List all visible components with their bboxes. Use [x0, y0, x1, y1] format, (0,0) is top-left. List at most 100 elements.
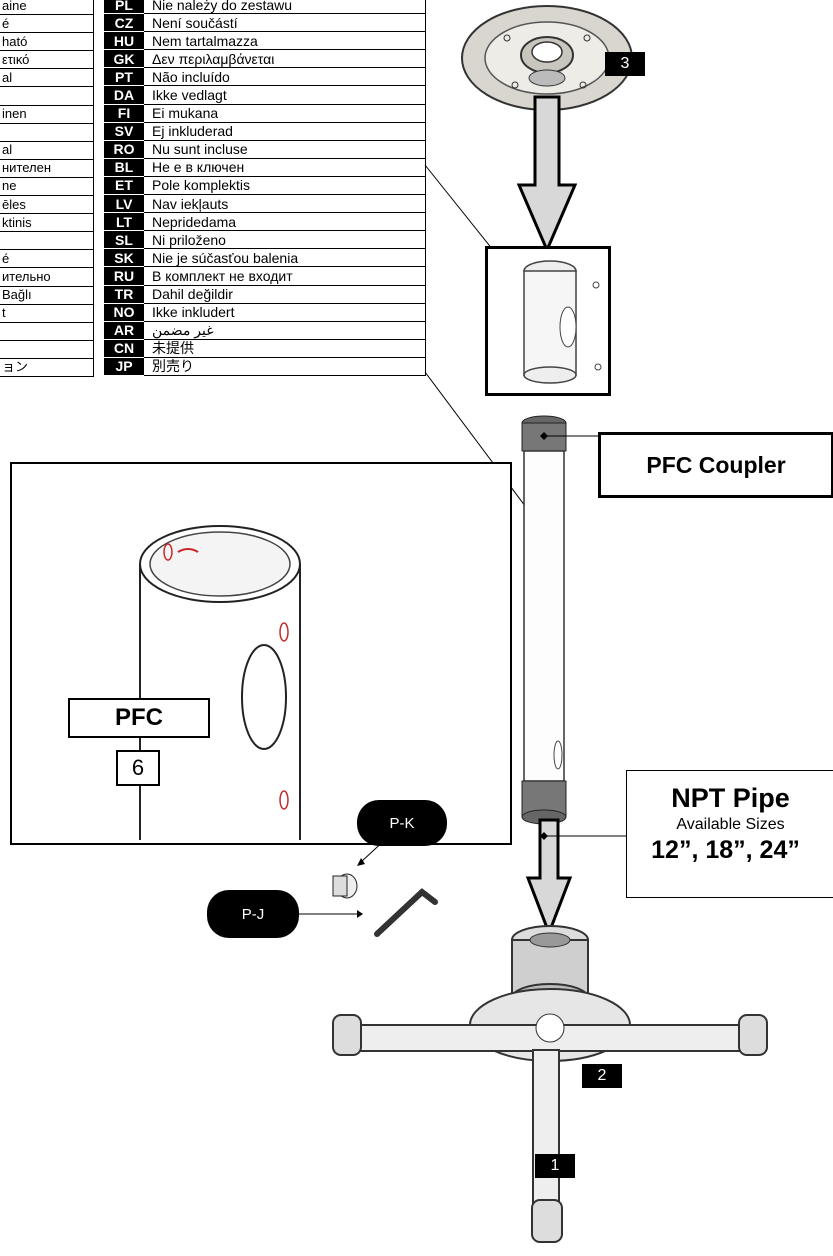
language-code: SL [104, 230, 144, 250]
language-code: RO [104, 140, 144, 159]
coupler-leader [540, 432, 602, 440]
left-table-cell: нителен [0, 158, 94, 178]
language-text: Nie je súčasťou balenia [144, 248, 426, 268]
left-table-row: al [0, 140, 94, 160]
language-code: HU [104, 31, 144, 51]
left-table-row: ktinis [0, 213, 94, 233]
language-text: Nepridedama [144, 212, 426, 232]
left-table-row [0, 231, 94, 251]
npt-sizes: 12”, 18”, 24” [651, 836, 800, 864]
left-table-cell: aine [0, 0, 94, 16]
pj-key-drawing [299, 888, 438, 937]
left-table-row: ható [0, 32, 94, 52]
language-code: ET [104, 176, 144, 196]
npt-pipe-drawing [521, 415, 567, 825]
language-text: Ei mukana [144, 104, 426, 123]
left-table-cell: ható [0, 32, 94, 52]
language-code: LT [104, 212, 144, 232]
language-code: CN [104, 339, 144, 358]
language-code: NO [104, 303, 144, 322]
language-code: SK [104, 248, 144, 268]
coupler-inset-box [485, 246, 611, 396]
language-text: Není součástí [144, 13, 426, 33]
language-text: Ikke vedlagt [144, 85, 426, 105]
language-text: Ikke inkludert [144, 303, 426, 322]
language-code: AR [104, 321, 144, 340]
left-table-cell: ョン [0, 357, 94, 377]
left-table-cell: ēles [0, 195, 94, 215]
language-code: RU [104, 266, 144, 286]
left-table-row [0, 122, 94, 142]
language-text: Не е в ключен [144, 158, 426, 177]
pfc-number: 6 [116, 750, 160, 786]
language-text: Pole komplektis [144, 176, 426, 196]
language-text: 別売り [144, 357, 426, 376]
language-code: PL [104, 0, 144, 15]
language-text: Nav iekļauts [144, 194, 426, 214]
language-text: В комплект не входит [144, 266, 426, 286]
left-table-row: inen [0, 104, 94, 124]
language-code: JP [104, 357, 144, 376]
left-table-cell: ne [0, 176, 94, 197]
language-code: FI [104, 104, 144, 123]
language-code: LV [104, 194, 144, 214]
left-table-cell [0, 122, 94, 142]
npt-subtitle: Available Sizes [676, 816, 785, 833]
npt-pipe-callout: NPT Pipe Available Sizes 12”, 18”, 24” [626, 770, 833, 898]
language-code: SV [104, 122, 144, 141]
pfc-cylinder-drawing [139, 525, 301, 840]
language-text: Nem tartalmazza [144, 31, 426, 51]
pfc-detail-box: PFC 6 P-K P-J [10, 462, 512, 938]
step-1-tag: 1 [535, 1154, 575, 1178]
down-arrow-icon [517, 95, 577, 254]
left-table-cell: ktinis [0, 213, 94, 233]
language-code: BL [104, 158, 144, 177]
left-table-row: нителен [0, 158, 94, 178]
language-text: غير مضمن [144, 321, 426, 340]
left-table-cell [0, 231, 94, 251]
pfc-label: PFC [68, 698, 210, 738]
language-text: Nu sunt incluse [144, 140, 426, 159]
pj-label: P-J [207, 890, 299, 938]
language-code: CZ [104, 13, 144, 33]
coupler-drawing [523, 260, 602, 384]
language-text: 未提供 [144, 339, 426, 358]
npt-leader [540, 832, 632, 840]
step-2-tag: 2 [582, 1064, 622, 1088]
left-table-cell: ительно [0, 267, 94, 287]
language-text: Ni priloženo [144, 230, 426, 250]
language-code: TR [104, 285, 144, 304]
language-code: GK [104, 49, 144, 69]
language-code: DA [104, 85, 144, 105]
down-arrow-icon-2 [525, 818, 573, 938]
pfc-coupler-label: PFC Coupler [598, 432, 833, 498]
projector-mount-drawing [332, 925, 768, 1243]
pk-bolt-drawing [332, 837, 388, 899]
language-text: Dahil değildir [144, 285, 426, 304]
left-table-cell: inen [0, 104, 94, 124]
left-table-row: ительно [0, 267, 94, 287]
language-text: Não incluído [144, 67, 426, 87]
